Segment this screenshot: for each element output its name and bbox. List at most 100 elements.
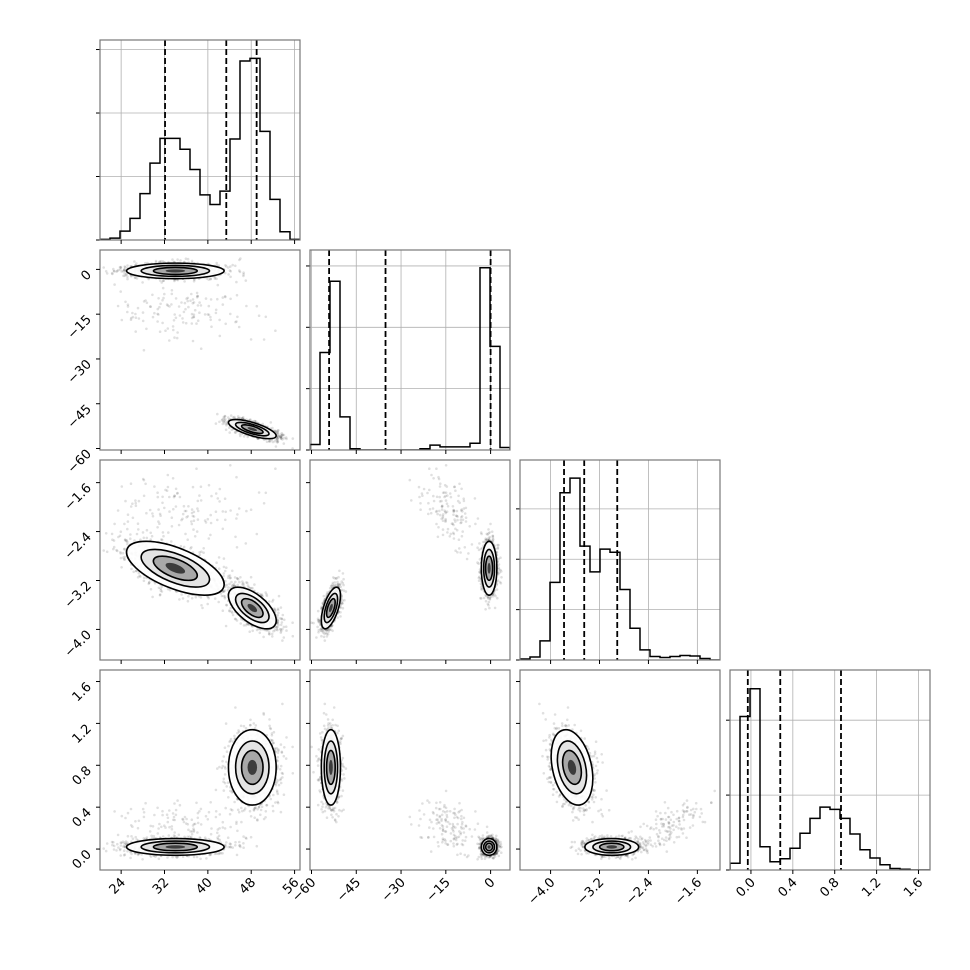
scatter-point xyxy=(122,557,126,561)
scatter-point xyxy=(183,509,187,513)
scatter-point xyxy=(185,516,188,519)
scatter-point xyxy=(244,542,248,545)
scatter-point xyxy=(242,624,246,627)
scatter-point xyxy=(137,528,140,531)
scatter-point xyxy=(185,297,188,301)
scatter-point xyxy=(180,518,183,522)
scatter-point xyxy=(150,534,154,538)
scatter-point xyxy=(164,329,167,333)
scatter-point xyxy=(198,494,201,497)
scatter-point xyxy=(148,305,152,308)
scatter-point xyxy=(186,296,190,300)
scatter-point xyxy=(276,625,279,629)
scatter-point xyxy=(229,275,232,279)
scatter-point xyxy=(159,302,162,306)
scatter-point xyxy=(214,492,218,495)
scatter-point xyxy=(135,569,138,573)
scatter-point xyxy=(213,275,217,279)
scatter-point xyxy=(192,528,195,531)
scatter-point xyxy=(186,515,190,518)
scatter-point xyxy=(229,312,232,316)
scatter-point xyxy=(279,437,283,441)
scatter-point xyxy=(121,269,125,273)
scatter-point xyxy=(249,508,253,512)
scatter-point xyxy=(204,521,208,524)
scatter-point xyxy=(161,279,165,283)
scatter-point xyxy=(142,536,146,540)
scatter-point xyxy=(177,523,181,527)
histogram-step-line xyxy=(310,267,510,450)
scatter-point xyxy=(274,329,277,333)
scatter-point xyxy=(273,429,277,433)
scatter-point xyxy=(198,301,201,304)
scatter-point xyxy=(198,553,202,556)
scatter-point xyxy=(241,581,245,585)
scatter-point xyxy=(151,512,154,515)
scatter-point xyxy=(258,592,262,596)
scatter-point xyxy=(192,279,196,283)
scatter-point xyxy=(117,268,120,272)
scatter-point xyxy=(190,522,194,526)
scatter-point xyxy=(134,276,137,279)
scatter-point xyxy=(242,435,246,438)
scatter-point xyxy=(274,625,278,629)
scatter-point xyxy=(231,263,234,267)
scatter-point xyxy=(192,313,196,317)
scatter-point xyxy=(171,258,174,261)
scatter-point xyxy=(147,582,150,586)
scatter-point xyxy=(177,305,181,308)
scatter-point xyxy=(119,265,123,269)
scatter-point xyxy=(233,617,237,621)
scatter-point xyxy=(160,281,163,284)
scatter-point xyxy=(280,432,284,435)
scatter-point xyxy=(209,277,212,281)
scatter-point xyxy=(141,477,145,481)
scatter-point xyxy=(196,294,199,298)
scatter-point xyxy=(160,538,163,541)
scatter-point xyxy=(281,639,284,642)
scatter-point xyxy=(214,308,218,312)
scatter-point xyxy=(161,286,165,290)
scatter-point xyxy=(196,507,199,510)
scatter-point xyxy=(222,590,226,593)
scatter-point xyxy=(216,497,220,500)
scatter-point xyxy=(225,583,229,587)
scatter-point xyxy=(291,621,294,624)
scatter-point xyxy=(119,266,123,270)
scatter-point xyxy=(280,617,284,620)
scatter-point xyxy=(207,483,211,487)
scatter-point xyxy=(276,614,280,617)
scatter-point xyxy=(281,433,284,437)
scatter-point xyxy=(172,507,175,511)
scatter-point xyxy=(176,331,179,334)
scatter-point xyxy=(126,264,129,267)
scatter-point xyxy=(180,593,183,596)
scatter-point xyxy=(209,298,213,301)
scatter-point xyxy=(173,279,176,283)
scatter-point xyxy=(178,495,182,499)
scatter-point xyxy=(198,551,201,554)
scatter-point xyxy=(279,606,283,609)
scatter-point xyxy=(186,299,189,303)
scatter-point xyxy=(267,631,271,634)
scatter-point xyxy=(166,327,170,330)
scatter-point xyxy=(182,504,186,508)
scatter-point xyxy=(122,556,125,559)
scatter-point xyxy=(271,600,274,603)
scatter-point xyxy=(274,467,277,471)
scatter-point xyxy=(202,551,205,554)
scatter-point xyxy=(123,266,127,269)
scatter-point xyxy=(135,262,138,265)
scatter-point xyxy=(199,485,203,489)
scatter-point xyxy=(145,327,148,331)
scatter-point xyxy=(123,555,127,559)
scatter-point xyxy=(123,538,127,542)
scatter-point xyxy=(279,435,283,439)
scatter-point xyxy=(228,609,231,612)
scatter-point xyxy=(229,509,232,512)
scatter-point xyxy=(156,320,159,323)
scatter-point xyxy=(223,419,227,422)
scatter-point xyxy=(237,416,241,420)
scatter-point xyxy=(123,558,126,561)
scatter-point xyxy=(184,257,188,261)
